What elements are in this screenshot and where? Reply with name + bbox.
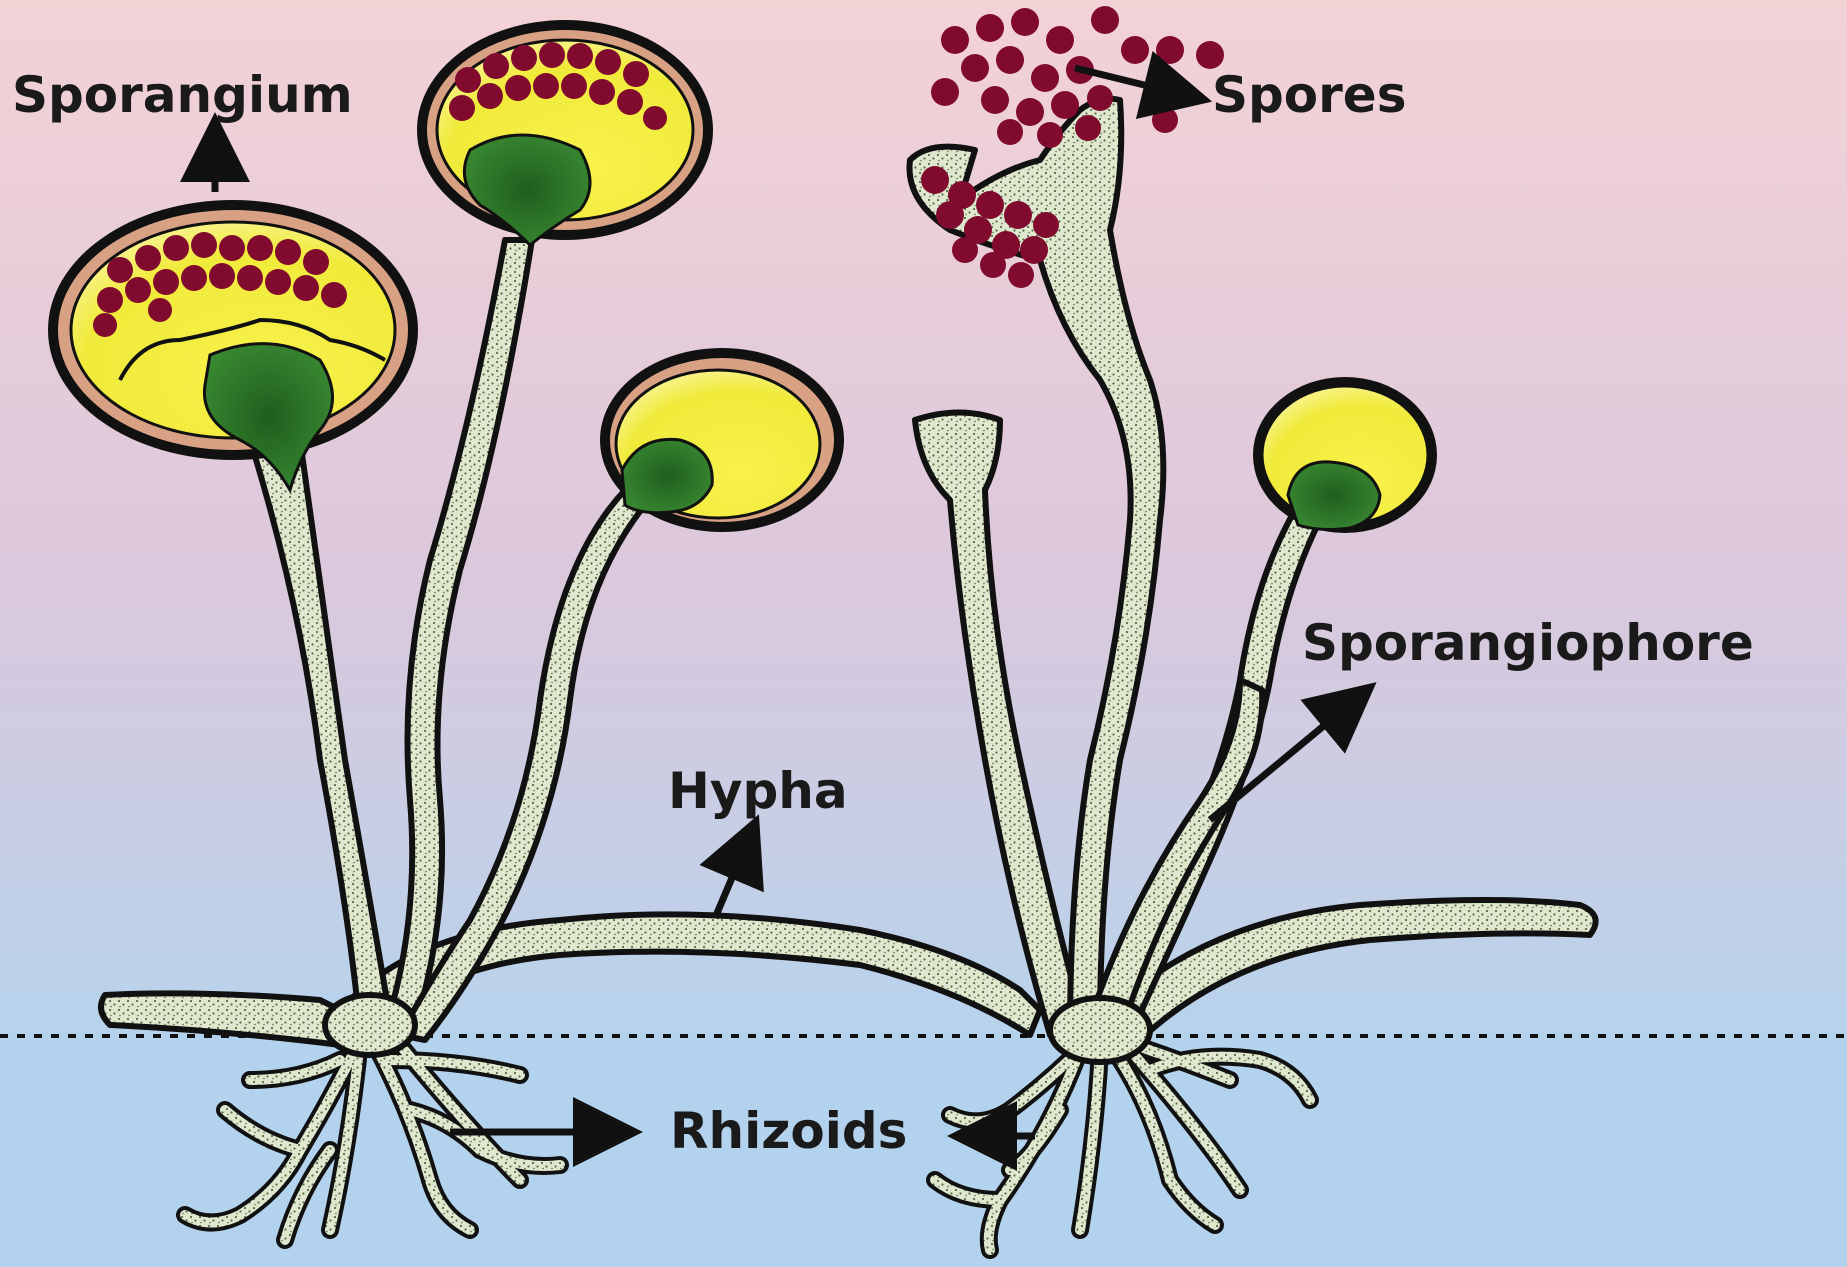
label-sporangiophore: Sporangiophore	[1302, 614, 1754, 672]
junction-right	[1050, 998, 1150, 1062]
columella-left-small	[622, 439, 712, 512]
label-rhizoids: Rhizoids	[670, 1102, 907, 1160]
label-spores: Spores	[1212, 66, 1406, 124]
sporangium-left-small	[600, 348, 844, 532]
label-sporangium: Sporangium	[12, 66, 353, 124]
label-hypha: Hypha	[668, 762, 848, 820]
junction-left	[325, 995, 415, 1055]
sporangium-right	[1253, 377, 1437, 533]
columella-right	[1288, 462, 1380, 530]
